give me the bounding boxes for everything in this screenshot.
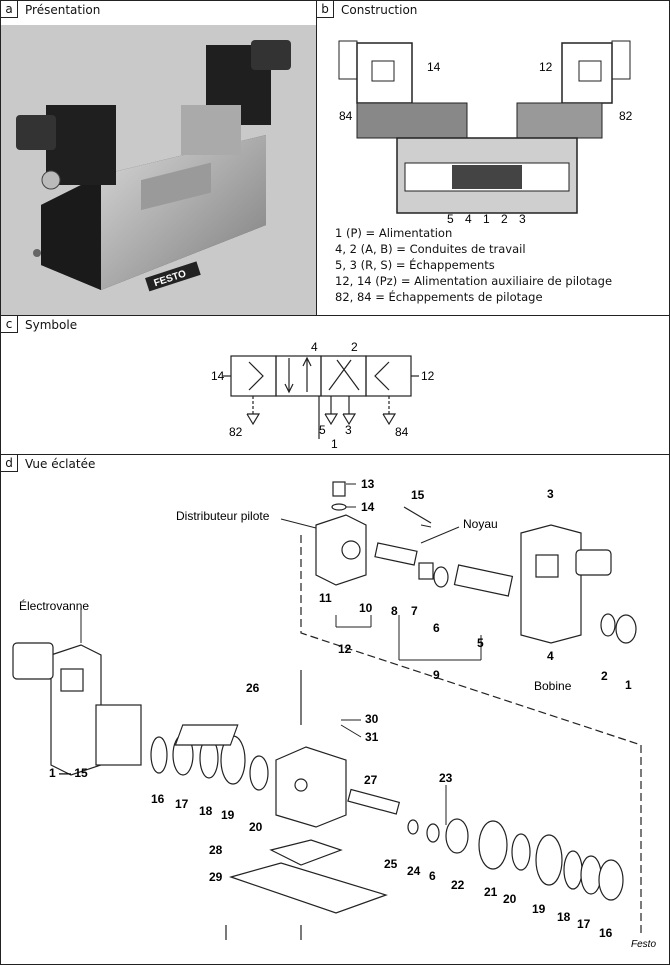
part-4: 4	[547, 649, 554, 663]
symbol-label-14: 14	[211, 369, 225, 383]
part-17-left: 17	[175, 797, 189, 811]
panel-title-presentation: Présentation	[25, 3, 101, 17]
callout-range: 1 — 15	[49, 766, 88, 780]
panel-vue-eclatee: d Vue éclatée	[0, 454, 670, 965]
part-27: 27	[364, 773, 378, 787]
part-20-right: 20	[503, 892, 517, 906]
part-14: 14	[361, 500, 375, 514]
symbol-label-4: 4	[311, 340, 318, 354]
part-18-left: 18	[199, 804, 213, 818]
part-29: 29	[209, 870, 223, 884]
legend-line-2: 4, 2 (A, B) = Conduites de travail	[335, 242, 526, 256]
part-30: 30	[365, 712, 379, 726]
legend-line-3: 5, 3 (R, S) = Échappements	[335, 258, 495, 272]
symbol-label-1: 1	[331, 437, 338, 451]
part-20-left: 20	[249, 820, 263, 834]
callout-noyau: Noyau	[463, 517, 498, 531]
port-label-82: 82	[619, 109, 633, 123]
symbol-label-5: 5	[319, 423, 326, 437]
panel-tag-d: d	[0, 454, 18, 472]
credit-label: Festo	[631, 939, 656, 950]
port-label-4: 4	[465, 212, 472, 223]
valve-photo: FESTO	[1, 25, 316, 315]
part-22: 22	[451, 878, 465, 892]
brand-plate	[145, 261, 201, 292]
part-6-top: 6	[433, 621, 440, 635]
port-label-12: 12	[539, 60, 553, 74]
symbol-label-84: 84	[395, 425, 409, 439]
panel-symbole: c Symbole	[0, 315, 670, 455]
part-26: 26	[246, 681, 260, 695]
part-5: 5	[477, 636, 484, 650]
port-label-5: 5	[447, 212, 454, 223]
valve-symbol: 14 12 4 2 82 84 5 3 1	[211, 340, 435, 451]
panel-tag-c: c	[0, 315, 18, 333]
part-8: 8	[391, 604, 398, 618]
callout-distributeur-pilote: Distributeur pilote	[176, 509, 270, 523]
part-10: 10	[359, 601, 373, 615]
callout-electrovanne: Électrovanne	[19, 598, 89, 613]
panel-construction: b Construction 14 12 84 82 5 4 1 2 3 1 (…	[316, 0, 670, 316]
legend-line-4: 12, 14 (Pz) = Alimentation auxiliaire de…	[335, 274, 613, 288]
part-15: 15	[411, 488, 425, 502]
panel-presentation: a Présentation FESTO	[0, 0, 317, 316]
symbol-label-12: 12	[421, 369, 435, 383]
part-24: 24	[407, 864, 421, 878]
part-11: 11	[319, 591, 332, 605]
part-1: 1	[625, 678, 632, 692]
symbol-label-3: 3	[345, 423, 352, 437]
part-2: 2	[601, 669, 608, 683]
legend-line-1: 1 (P) = Alimentation	[335, 226, 453, 240]
part-19-left: 19	[221, 808, 235, 822]
port-label-84: 84	[339, 109, 353, 123]
part-7: 7	[411, 604, 418, 618]
part-13: 13	[361, 477, 375, 491]
panel-title-construction: Construction	[341, 3, 418, 17]
part-21: 21	[484, 885, 498, 899]
panel-title-symbole: Symbole	[25, 318, 78, 332]
part-19-right: 19	[532, 902, 546, 916]
callout-bobine: Bobine	[534, 679, 572, 693]
part-28: 28	[209, 843, 223, 857]
part-9: 9	[433, 668, 440, 682]
symbol-label-2: 2	[351, 340, 358, 354]
part-16-left: 16	[151, 792, 165, 806]
part-6-bottom: 6	[429, 869, 436, 883]
part-3: 3	[547, 487, 554, 501]
panel-tag-a: a	[0, 0, 18, 18]
legend-line-5: 82, 84 = Échappements de pilotage	[335, 290, 543, 304]
part-23: 23	[439, 771, 453, 785]
part-25: 25	[384, 857, 398, 871]
part-12: 12	[338, 642, 352, 656]
port-label-14: 14	[427, 60, 441, 74]
part-31: 31	[365, 730, 379, 744]
part-16-right: 16	[599, 926, 613, 940]
port-label-3: 3	[519, 212, 526, 223]
part-18-right: 18	[557, 910, 571, 924]
panel-tag-b: b	[316, 0, 334, 18]
construction-drawing: 14 12 84 82 5 4 1 2 3	[338, 40, 633, 223]
port-label-2: 2	[501, 212, 508, 223]
panel-title-vue-eclatee: Vue éclatée	[25, 457, 96, 471]
symbol-label-82: 82	[229, 425, 243, 439]
exploded-view: Distributeur pilote Noyau Électrovanne B…	[12, 477, 656, 950]
port-label-1: 1	[483, 212, 490, 223]
part-17-right: 17	[577, 917, 591, 931]
